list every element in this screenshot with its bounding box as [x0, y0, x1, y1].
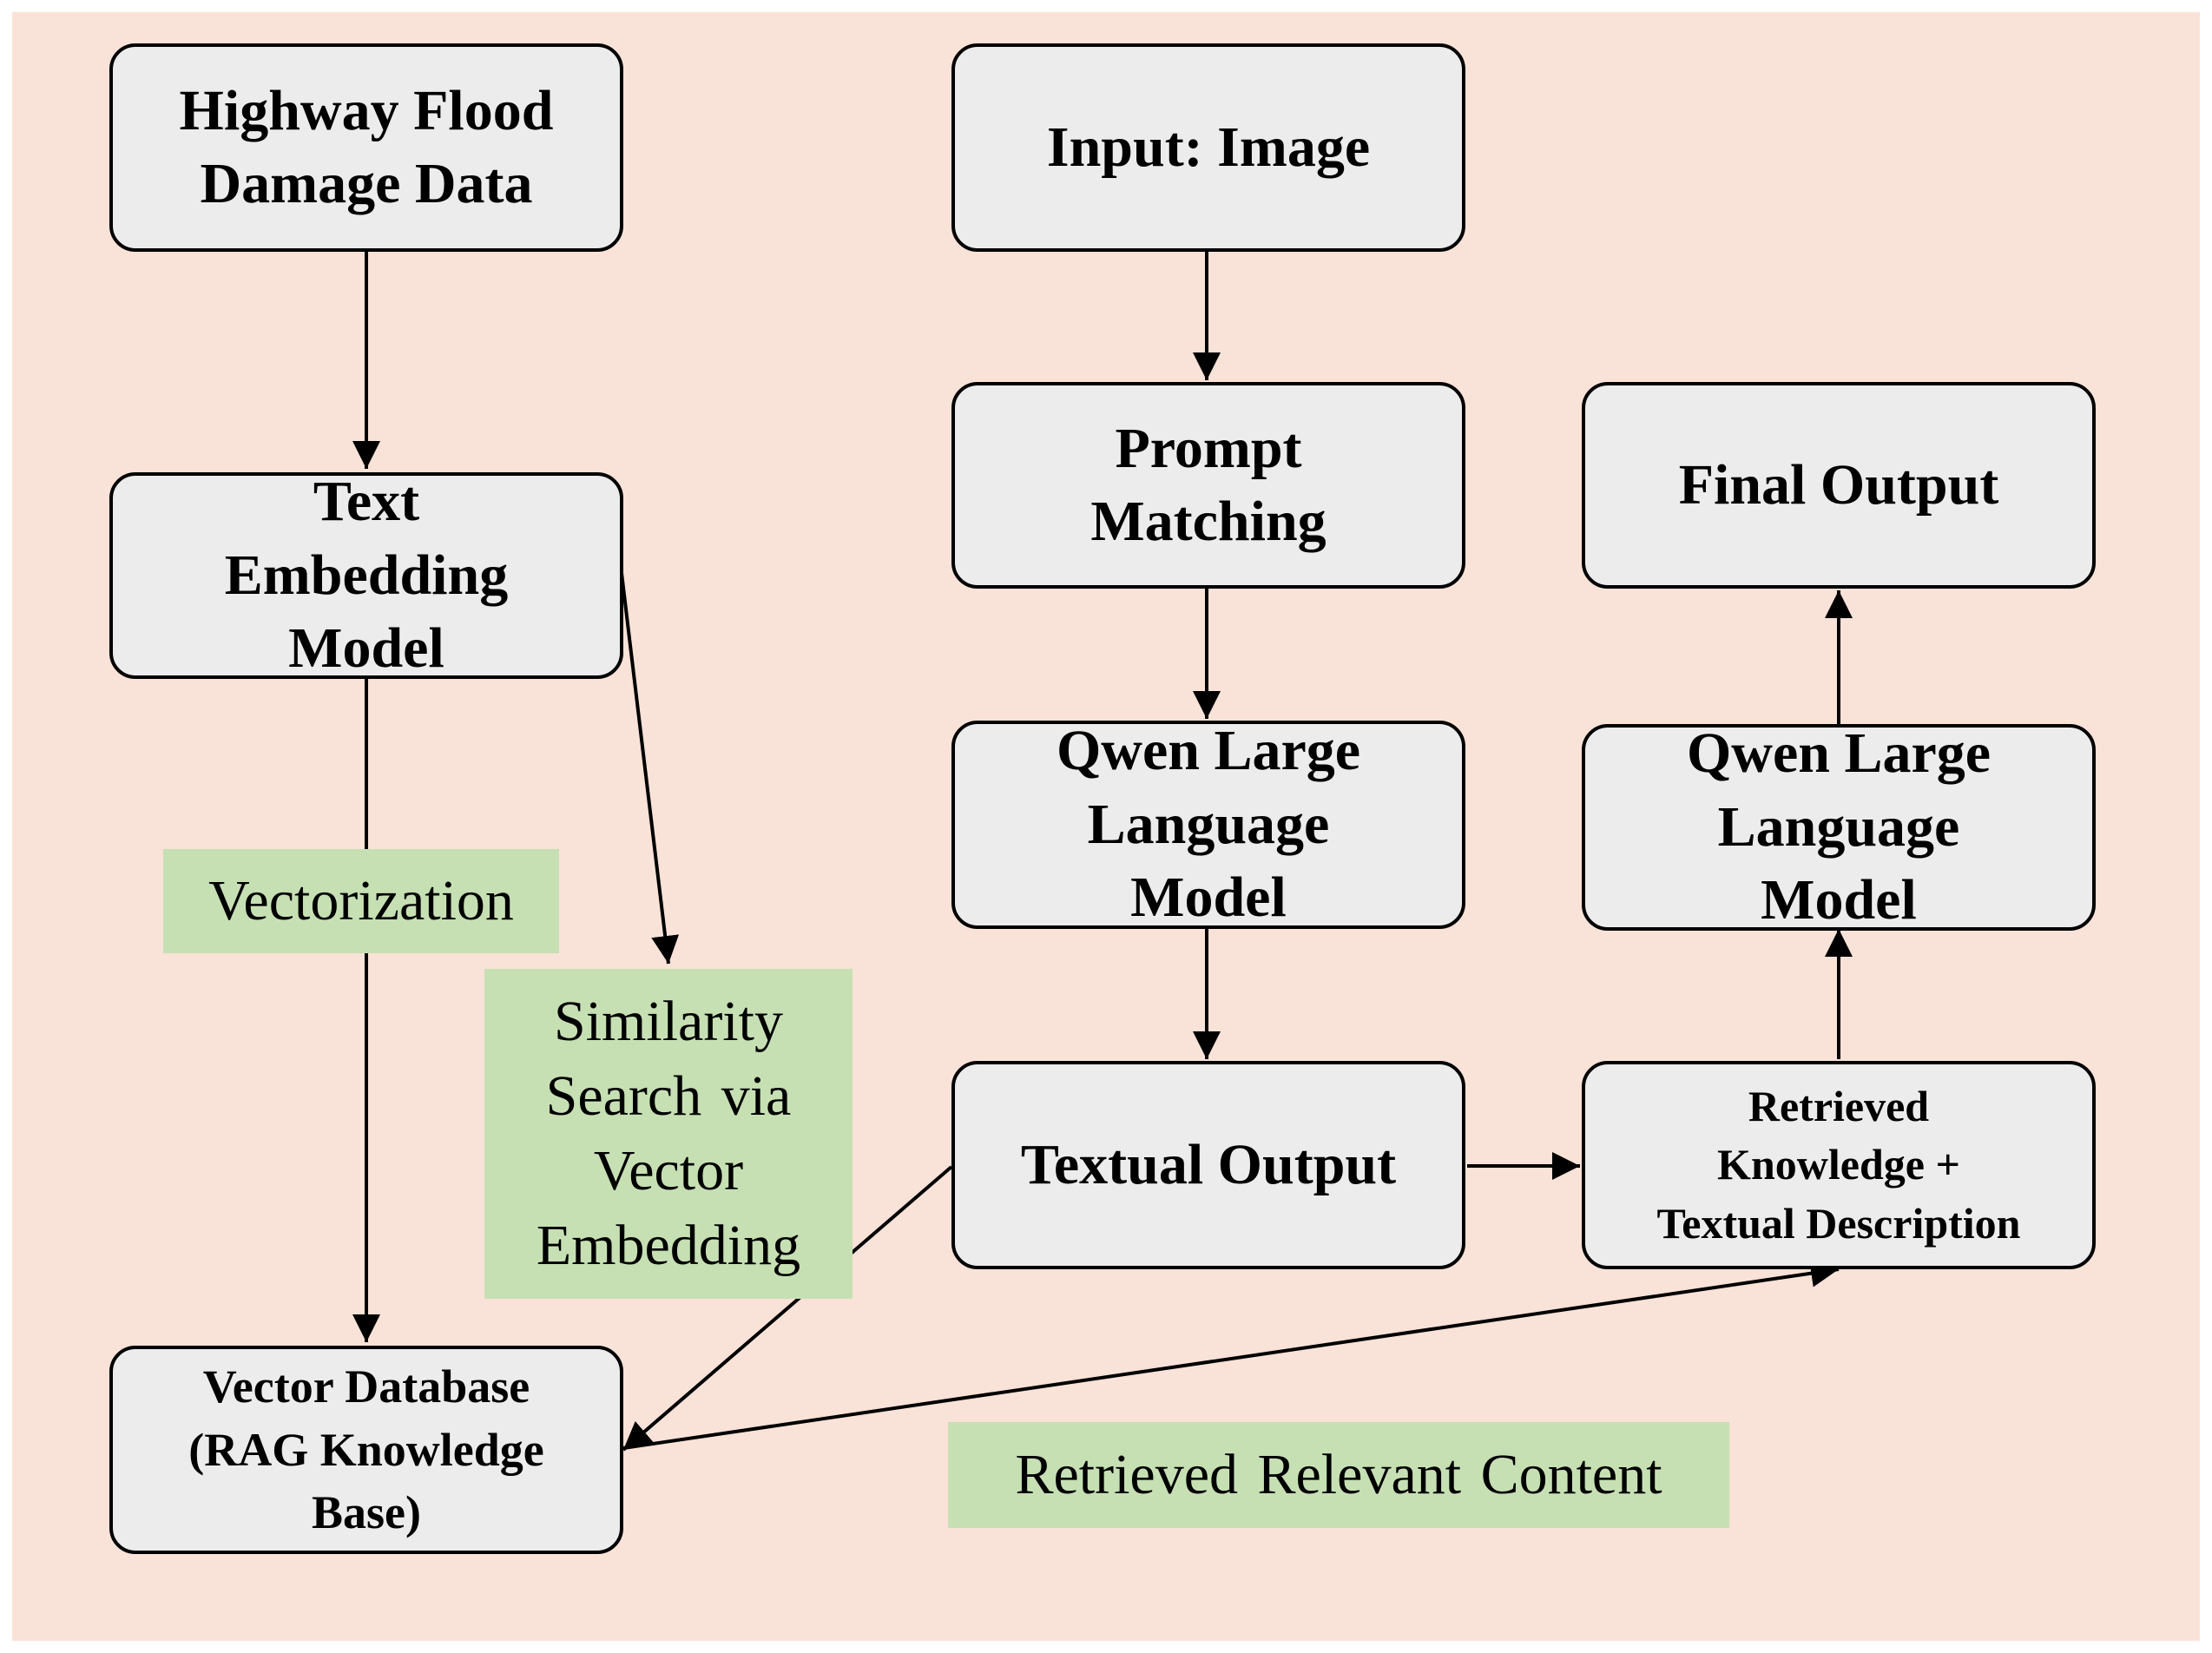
- node-qwen-llm-1: Qwen Large Language Model: [951, 719, 1465, 929]
- node-textual-output: Textual Output: [951, 1061, 1465, 1269]
- node-vector-database: Vector Database (RAG Knowledge Base): [109, 1346, 623, 1554]
- label-vectorization: Vectorization: [163, 849, 559, 953]
- label-similarity-search: Similarity Search via Vector Embedding: [484, 969, 853, 1299]
- node-qwen-llm-2: Qwen Large Language Model: [1582, 721, 2096, 932]
- node-highway-flood-damage-data: Highway Flood Damage Data: [109, 43, 623, 252]
- arrow-vectordb-to-retrieved: [594, 1259, 1840, 1466]
- node-text-embedding-model: Text Embedding Model: [109, 470, 623, 680]
- node-retrieved-knowledge: Retrieved Knowledge + Textual Descriptio…: [1582, 1061, 2096, 1269]
- node-input-image: Input: Image: [951, 43, 1465, 252]
- arrow-embedding-to-similarity: [620, 572, 680, 965]
- node-prompt-matching: Prompt Matching: [951, 382, 1465, 589]
- label-retrieved-relevant-content: Retrieved Relevant Content: [948, 1422, 1729, 1528]
- node-final-output: Final Output: [1582, 382, 2096, 589]
